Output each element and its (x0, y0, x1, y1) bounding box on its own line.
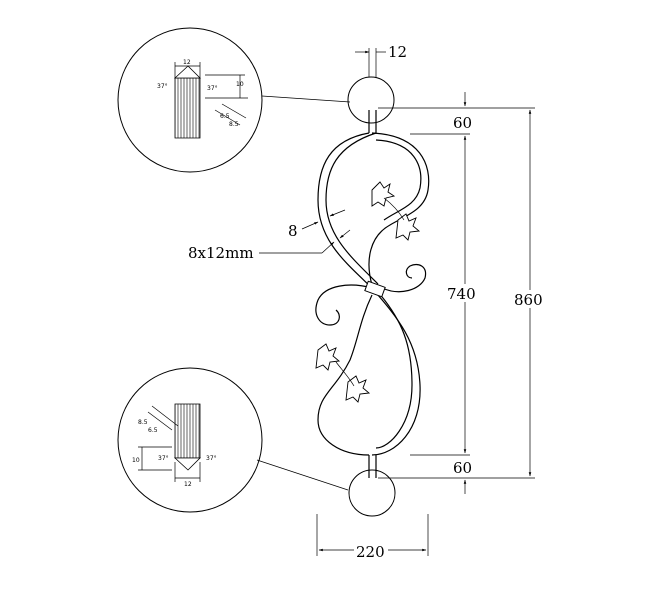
dim-bottom-offset: 60 (453, 459, 472, 477)
bottom-detail-dim-a: 6.5 (148, 427, 158, 434)
top-detail-width: 12 (183, 59, 191, 66)
top-detail-angle-left: 37° (157, 83, 168, 90)
dim-total-height: 860 (514, 291, 543, 309)
top-detail-angle-right: 37° (207, 85, 218, 92)
bottom-detail-angle-left: 37° (158, 455, 169, 462)
bottom-detail-height: 10 (132, 457, 140, 464)
top-detail-callout: 12 37° 37° 10 6.5 8.5 (117, 27, 351, 173)
bottom-end-circle (348, 469, 396, 517)
dim-bar-section: 8x12mm (188, 244, 254, 262)
dim-top-width: 12 (388, 43, 407, 61)
dim-scroll-height: 740 (447, 285, 476, 303)
bottom-detail-width: 12 (184, 481, 192, 488)
bottom-detail-dim-b: 8.5 (138, 419, 148, 426)
dim-total-width: 220 (356, 543, 385, 561)
top-detail-dim-a: 6.5 (220, 113, 230, 120)
dim-bar-thickness: 8 (288, 222, 298, 240)
dim-top-offset: 60 (453, 114, 472, 132)
bottom-detail-callout: 12 37° 37° 10 6.5 8.5 (117, 367, 349, 513)
top-detail-height: 10 (236, 81, 244, 88)
top-end-circle (347, 76, 395, 124)
top-detail-dim-b: 8.5 (229, 121, 239, 128)
scroll-collar (364, 280, 386, 298)
bottom-detail-angle-right: 37° (206, 455, 217, 462)
dimension-lines: 12 60 740 860 60 220 8 8x12mm (188, 43, 547, 561)
baluster (315, 76, 430, 517)
leaf-ornament (315, 181, 421, 403)
